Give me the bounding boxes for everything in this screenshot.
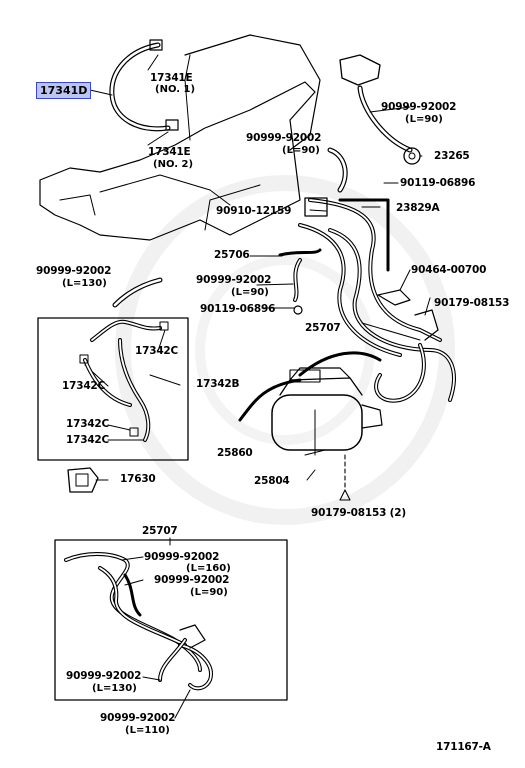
highlighted-part-17341d[interactable]: 17341D	[36, 82, 92, 99]
label-17630[interactable]: 17630	[120, 473, 156, 485]
diagram-id: 171167-A	[436, 741, 491, 753]
charcoal-canister	[271, 394, 363, 451]
label-90179-a[interactable]: 90179-08153	[434, 297, 510, 309]
label-17341e-2[interactable]: 17341E	[148, 146, 191, 158]
label-90999-130-sub: (L=130)	[62, 278, 107, 289]
label-17342c-c[interactable]: 17342C	[66, 418, 110, 430]
label-inset-90999-160[interactable]: 90999-92002	[144, 551, 220, 563]
inset-25707	[54, 539, 288, 701]
label-90910[interactable]: 90910-12159	[216, 205, 292, 217]
label-90999-130[interactable]: 90999-92002	[36, 265, 112, 277]
label-90119-b[interactable]: 90119-06896	[200, 303, 276, 315]
label-90999-top-sub: (L=90)	[405, 114, 443, 125]
vsv-90910	[304, 197, 328, 217]
label-inset-90999-90[interactable]: 90999-92002	[154, 574, 230, 586]
label-90464[interactable]: 90464-00700	[411, 264, 487, 276]
label-17342b[interactable]: 17342B	[196, 378, 240, 390]
label-inset-90999-110[interactable]: 90999-92002	[100, 712, 176, 724]
label-25804[interactable]: 25804	[254, 475, 290, 487]
label-90179-b[interactable]: 90179-08153 (2)	[311, 507, 406, 519]
watermark-inner-ring	[195, 255, 375, 445]
label-inset-90999-130-sub: (L=130)	[92, 683, 137, 694]
inset-17342b	[37, 317, 189, 461]
label-90999-90b-sub: (L=90)	[231, 287, 269, 298]
label-90999-90b[interactable]: 90999-92002	[196, 274, 272, 286]
label-90999-mid[interactable]: 90999-92002	[246, 132, 322, 144]
label-25707-inset[interactable]: 25707	[142, 525, 178, 537]
connector-17630	[67, 467, 99, 493]
label-90119-a[interactable]: 90119-06896	[400, 177, 476, 189]
label-inset-90999-130[interactable]: 90999-92002	[66, 670, 142, 682]
label-90999-top[interactable]: 90999-92002	[381, 101, 457, 113]
label-17342c-d[interactable]: 17342C	[66, 434, 110, 446]
label-23265[interactable]: 23265	[434, 150, 470, 162]
label-inset-90999-110-sub: (L=110)	[125, 725, 170, 736]
label-17341e-2-sub: (NO. 2)	[153, 159, 194, 170]
label-inset-90999-90-sub: (L=90)	[190, 587, 228, 598]
label-inset-90999-160-sub: (L=160)	[186, 563, 231, 574]
label-25706[interactable]: 25706	[214, 249, 250, 261]
engine-outline	[39, 81, 316, 241]
leader-lines	[84, 54, 431, 481]
label-17341e-1-sub: (NO. 1)	[155, 84, 196, 95]
label-25860[interactable]: 25860	[217, 447, 253, 459]
label-17342c-b[interactable]: 17342C	[62, 380, 106, 392]
label-25707[interactable]: 25707	[305, 322, 341, 334]
label-17341e-1[interactable]: 17341E	[150, 72, 193, 84]
label-17342c-a[interactable]: 17342C	[135, 345, 179, 357]
label-23829a[interactable]: 23829A	[396, 202, 440, 214]
vsv-top	[339, 54, 381, 86]
label-90999-mid-sub: (L=90)	[282, 145, 320, 156]
